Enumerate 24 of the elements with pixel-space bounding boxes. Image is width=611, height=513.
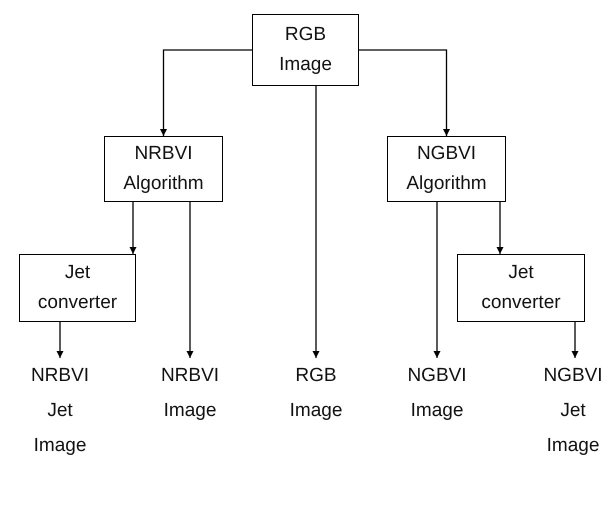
box-label: NRBVI Algorithm	[123, 142, 204, 196]
arrow	[130, 202, 136, 254]
box-label: RGB Image	[279, 22, 332, 77]
process-box	[387, 136, 506, 202]
process-box	[252, 14, 359, 86]
arrow	[312, 86, 320, 358]
arrow	[434, 202, 440, 358]
arrow	[56, 322, 64, 358]
output-label: NGBVI Jet Image	[543, 358, 603, 464]
process-box	[104, 136, 223, 202]
output-label: NRBVI Jet Image	[30, 358, 90, 464]
arrow	[496, 202, 504, 254]
output-label: RGB Image	[290, 358, 342, 428]
arrow	[160, 49, 252, 136]
box-label: Jet converter	[481, 260, 561, 315]
arrow	[359, 49, 450, 136]
process-box	[457, 254, 585, 322]
output-label: NGBVI Image	[407, 358, 467, 428]
box-label: NGBVI Algorithm	[406, 142, 487, 196]
process-box	[19, 254, 136, 322]
output-label: NRBVI Image	[160, 358, 220, 428]
box-label: Jet converter	[38, 260, 118, 315]
arrow	[186, 202, 194, 358]
arrow	[572, 322, 578, 358]
